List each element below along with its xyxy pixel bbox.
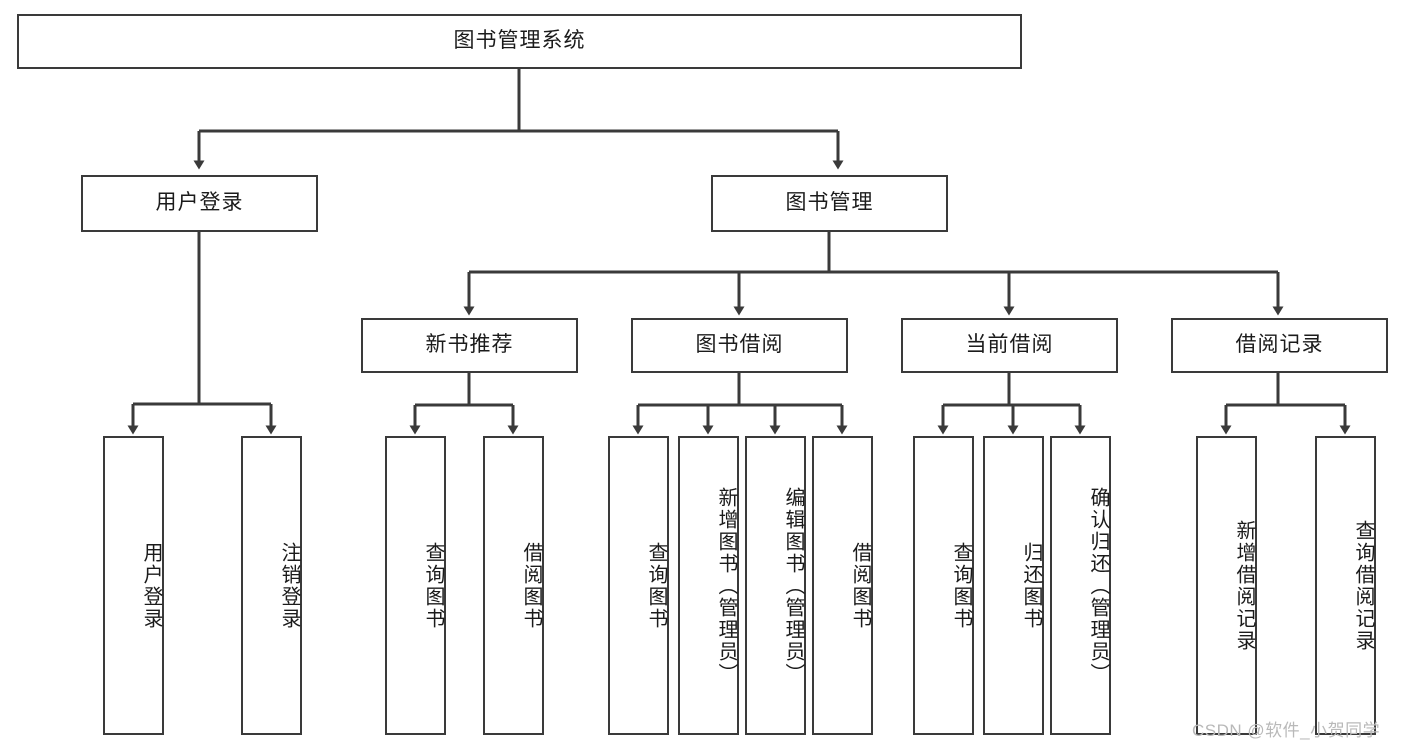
node-label: 新增图书（管理员） xyxy=(715,486,737,685)
node-label: 图书管理 xyxy=(785,191,874,215)
node-label: 图书管理系统 xyxy=(453,29,586,53)
node-label: 用户登录 xyxy=(140,541,162,630)
node-current-borrow[interactable]: 当前借阅 xyxy=(901,318,1118,373)
leaf-borrow-borrow-book[interactable]: 借阅图书 xyxy=(812,436,873,735)
node-label: 查询借阅记录 xyxy=(1352,519,1374,652)
leaf-borrow-add-book-admin[interactable]: 新增图书（管理员） xyxy=(678,436,739,735)
node-label: 借阅图书 xyxy=(849,541,871,630)
leaf-recommend-borrow-book[interactable]: 借阅图书 xyxy=(483,436,544,735)
leaf-user-login-signin[interactable]: 用户登录 xyxy=(103,436,164,735)
node-book-management[interactable]: 图书管理 xyxy=(711,175,948,232)
node-label: 借阅图书 xyxy=(520,541,542,630)
leaf-borrow-query-book[interactable]: 查询图书 xyxy=(608,436,669,735)
node-label: 新增借阅记录 xyxy=(1233,519,1255,652)
leaf-current-confirm-return-admin[interactable]: 确认归还（管理员） xyxy=(1050,436,1111,735)
node-book-borrow[interactable]: 图书借阅 xyxy=(631,318,848,373)
node-label: 新书推荐 xyxy=(425,333,514,357)
leaf-user-login-signout[interactable]: 注销登录 xyxy=(241,436,302,735)
node-user-login[interactable]: 用户登录 xyxy=(81,175,318,232)
node-root-system[interactable]: 图书管理系统 xyxy=(17,14,1022,69)
node-label: 确认归还（管理员） xyxy=(1087,486,1109,685)
node-label: 借阅记录 xyxy=(1235,333,1324,357)
leaf-record-query-record[interactable]: 查询借阅记录 xyxy=(1315,436,1376,735)
leaf-current-return-book[interactable]: 归还图书 xyxy=(983,436,1044,735)
leaf-record-add-record[interactable]: 新增借阅记录 xyxy=(1196,436,1257,735)
node-label: 查询图书 xyxy=(422,541,444,630)
node-new-book-recommend[interactable]: 新书推荐 xyxy=(361,318,578,373)
leaf-recommend-query-book[interactable]: 查询图书 xyxy=(385,436,446,735)
csdn-watermark: CSDN @软件_小贺同学 xyxy=(1192,721,1381,740)
node-label: 当前借阅 xyxy=(965,333,1054,357)
node-label: 编辑图书（管理员） xyxy=(782,486,804,685)
node-label: 查询图书 xyxy=(645,541,667,630)
node-borrow-record[interactable]: 借阅记录 xyxy=(1171,318,1388,373)
node-label: 注销登录 xyxy=(278,541,300,630)
leaf-borrow-edit-book-admin[interactable]: 编辑图书（管理员） xyxy=(745,436,806,735)
node-label: 用户登录 xyxy=(155,191,244,215)
node-label: 归还图书 xyxy=(1020,541,1042,630)
leaf-current-query-book[interactable]: 查询图书 xyxy=(913,436,974,735)
node-label: 图书借阅 xyxy=(695,333,784,357)
node-label: 查询图书 xyxy=(950,541,972,630)
